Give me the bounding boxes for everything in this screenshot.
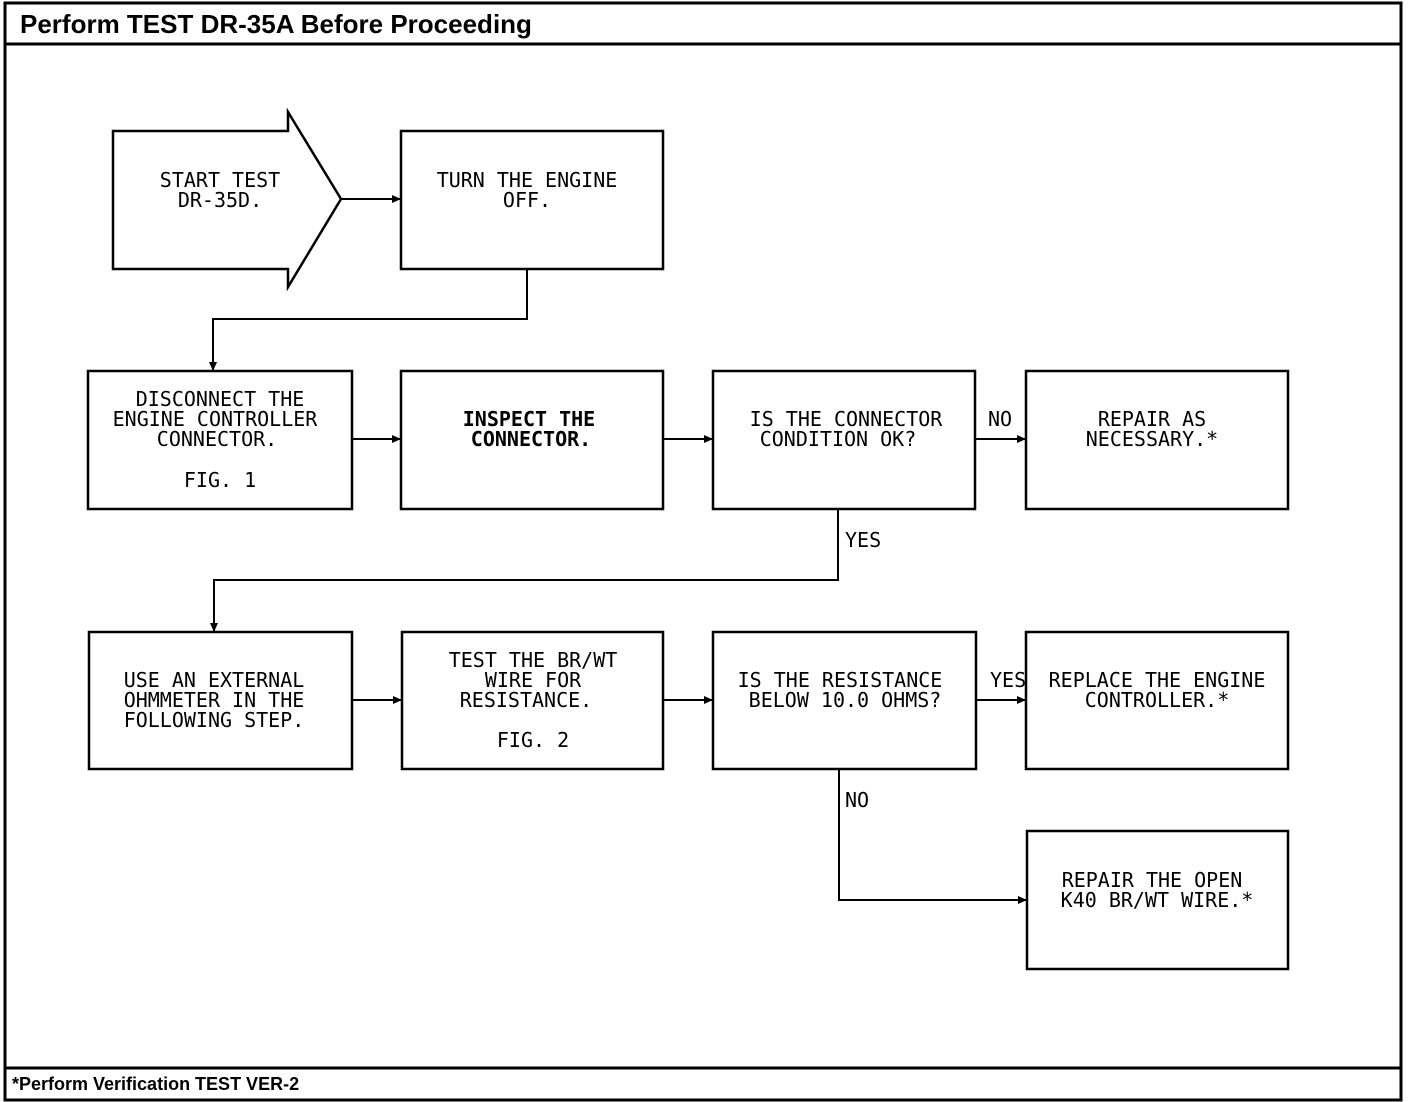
use-ohmmeter-box — [87, 630, 354, 771]
repair-necessary-line-1: REPAIR AS — [1098, 407, 1206, 431]
use-ohmmeter-line-3: FOLLOWING STEP. — [124, 708, 305, 732]
test-wire-box — [400, 630, 665, 771]
connector-ok-line-2: CONDITION OK? — [760, 427, 917, 451]
disconnect-line-2: ENGINE CONTROLLER — [113, 407, 319, 431]
resistance-check-line-2: BELOW 10.0 OHMS? — [749, 688, 942, 712]
disconnect-fig: FIG. 1 — [184, 468, 256, 492]
repair-open-line-1: REPAIR THE OPEN — [1062, 868, 1243, 892]
page-title: Perform TEST DR-35A Before Proceeding — [20, 9, 532, 39]
inspect-line-1: INSPECT THE — [463, 407, 595, 431]
connector-ok-box — [711, 369, 977, 511]
repair-open-line-2: K40 BR/WT WIRE.* — [1061, 888, 1254, 912]
inspect-box — [399, 369, 665, 511]
label-no-condition: NO — [988, 407, 1012, 431]
use-ohmmeter-line-2: OHMMETER IN THE — [124, 688, 305, 712]
label-no-resistance: NO — [845, 788, 869, 812]
label-yes-resistance: YES — [990, 668, 1026, 692]
connector-turnoff-to-disconnect — [209, 269, 528, 371]
disconnect-box — [86, 369, 354, 511]
use-ohmmeter-line-1: USE AN EXTERNAL — [124, 668, 305, 692]
replace-controller-line-2: CONTROLLER.* — [1085, 688, 1230, 712]
replace-controller-line-1: REPLACE THE ENGINE — [1049, 668, 1266, 692]
turn-off-box — [399, 129, 665, 271]
connector-ok-line-1: IS THE CONNECTOR — [750, 407, 944, 431]
repair-necessary-line-2: NECESSARY.* — [1086, 427, 1218, 451]
inspect-line-2: CONNECTOR. — [471, 427, 591, 451]
disconnect-line-1: DISCONNECT THE — [136, 387, 305, 411]
start-arrow-shape — [111, 107, 343, 292]
turn-off-line-1: TURN THE ENGINE — [437, 168, 618, 192]
footer-note: *Perform Verification TEST VER-2 — [12, 1074, 300, 1094]
disconnect-line-3: CONNECTOR. — [157, 427, 277, 451]
repair-open-box — [1025, 829, 1290, 971]
repair-necessary-box — [1024, 369, 1290, 511]
test-wire-line-1: TEST THE BR/WT — [449, 648, 618, 672]
connector-resistance-no — [838, 769, 1027, 904]
test-wire-fig: FIG. 2 — [497, 728, 569, 752]
page-border — [3, 1, 1403, 1102]
test-wire-line-3: RESISTANCE. — [460, 688, 592, 712]
replace-controller-box — [1024, 630, 1290, 771]
test-wire-line-2: WIRE FOR — [485, 668, 582, 692]
label-yes-condition: YES — [845, 528, 881, 552]
start-line-2: DR-35D. — [178, 188, 262, 212]
resistance-check-line-1: IS THE RESISTANCE — [738, 668, 943, 692]
start-line-1: START TEST — [160, 168, 280, 192]
turn-off-line-2: OFF. — [503, 188, 551, 212]
connector-condition-yes — [210, 509, 839, 632]
